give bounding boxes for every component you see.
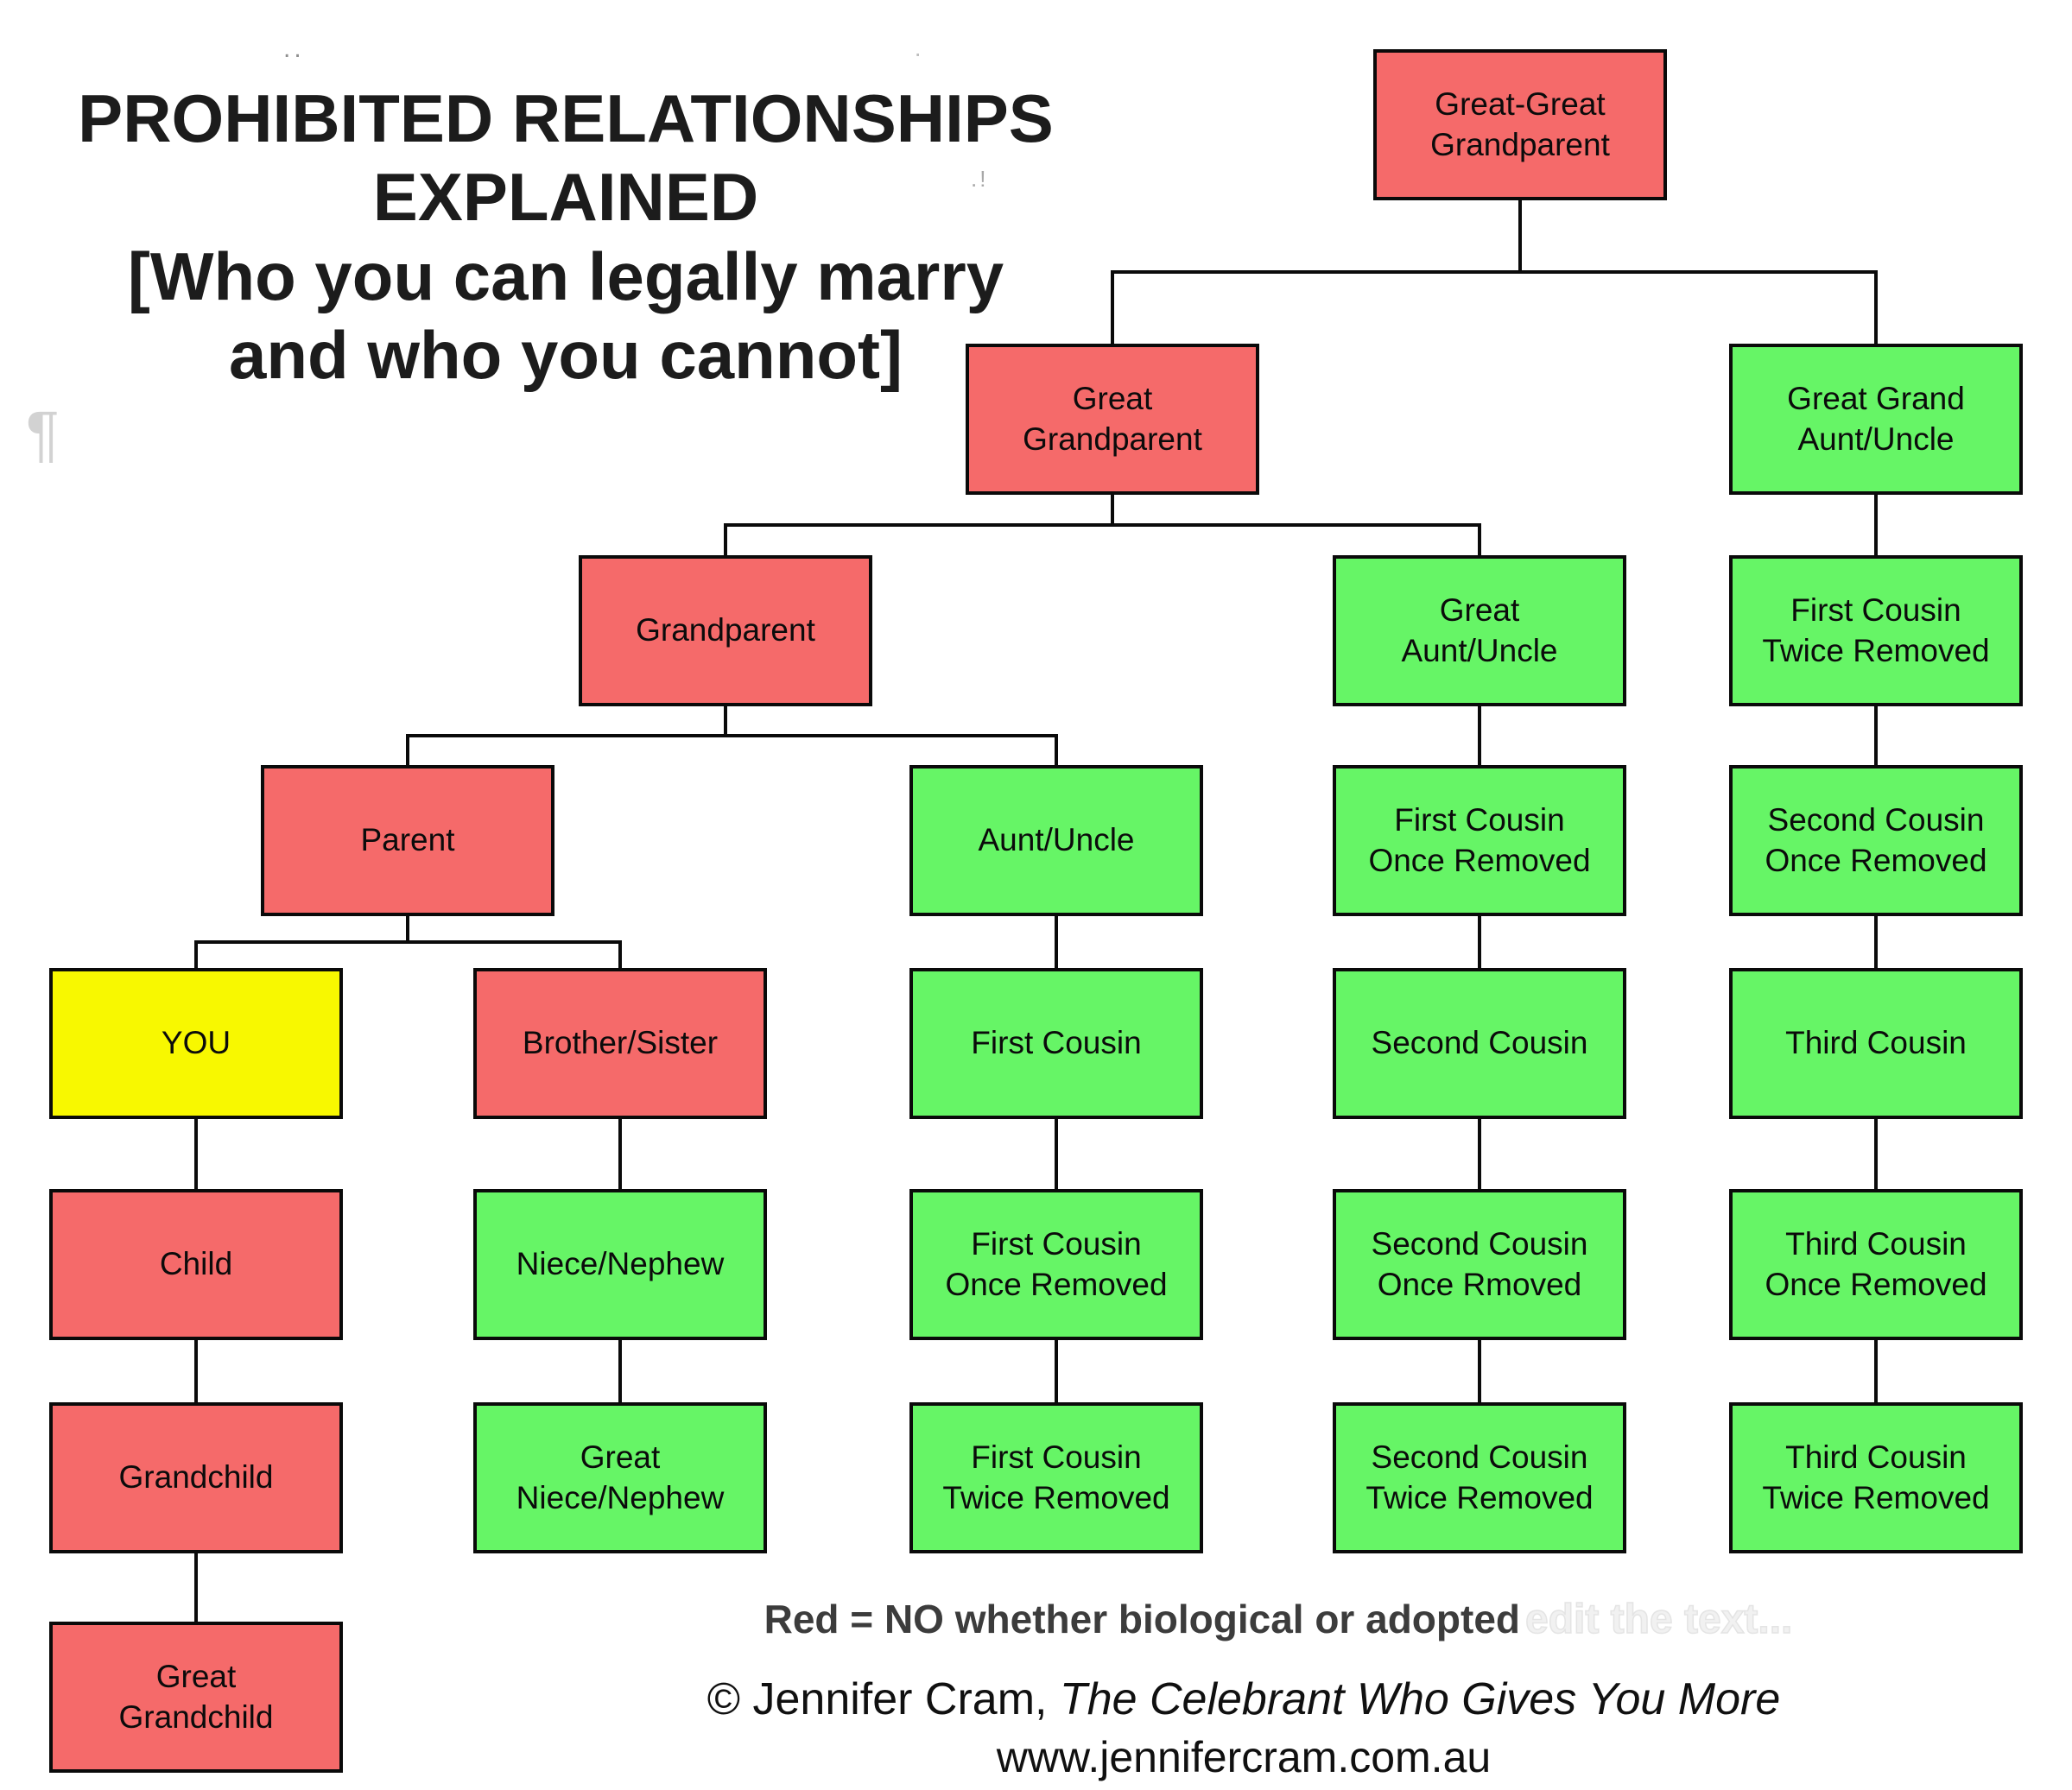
connector-segment (618, 1340, 622, 1402)
node-sc1r5: Second Cousin Once Removed (1729, 765, 2023, 916)
website-url: www.jennifercram.com.au (996, 1733, 1492, 1781)
copyright-line: © Jennifer Cram, The Celebrant Who Gives… (570, 1673, 1917, 1725)
scan-artifact-tick: · (914, 40, 922, 66)
connector-segment (194, 1553, 198, 1622)
node-child: Child (49, 1189, 343, 1340)
copyright-tagline: The Celebrant Who Gives You More (1059, 1674, 1781, 1724)
node-tc2r: Third Cousin Twice Removed (1729, 1402, 2023, 1553)
connector-segment (724, 525, 727, 555)
node-you: YOU (49, 968, 343, 1119)
node-fc2r: First Cousin Twice Removed (909, 1402, 1203, 1553)
connector-segment (406, 734, 1058, 737)
connector-segment (1055, 916, 1058, 968)
node-fc1r: First Cousin Once Removed (909, 1189, 1203, 1340)
connector-segment (1874, 495, 1878, 555)
connector-segment (1055, 1119, 1058, 1189)
node-ggc: Great Grandchild (49, 1622, 343, 1773)
connector-segment (194, 1119, 198, 1189)
node-fc: First Cousin (909, 968, 1203, 1119)
connector-segment (1874, 706, 1878, 765)
node-tc: Third Cousin (1729, 968, 2023, 1119)
connector-segment (618, 942, 622, 968)
node-fc2r5: First Cousin Twice Removed (1729, 555, 2023, 706)
connector-segment (406, 916, 409, 942)
node-gau: Great Aunt/Uncle (1333, 555, 1626, 706)
copyright-author: © Jennifer Cram, (707, 1674, 1060, 1724)
node-gc: Grandchild (49, 1402, 343, 1553)
connector-segment (1478, 525, 1481, 555)
connector-segment (406, 736, 409, 765)
node-sc: Second Cousin (1333, 968, 1626, 1119)
node-au: Aunt/Uncle (909, 765, 1203, 916)
connector-segment (1874, 1340, 1878, 1402)
connector-segment (1055, 1340, 1058, 1402)
node-sc2r: Second Cousin Twice Removed (1333, 1402, 1626, 1553)
connector-segment (1478, 1119, 1481, 1189)
node-ggau: Great Grand Aunt/Uncle (1729, 344, 2023, 495)
legend-text: Red = NO whether biological or adopted (764, 1597, 1520, 1641)
connector-segment (1111, 495, 1114, 525)
node-bs: Brother/Sister (473, 968, 767, 1119)
connector-segment (194, 940, 622, 944)
node-parent: Parent (261, 765, 554, 916)
connector-segment (1478, 1340, 1481, 1402)
connector-segment (1478, 706, 1481, 765)
connector-segment (618, 1119, 622, 1189)
node-sc1r4: Second Cousin Once Rmoved (1333, 1189, 1626, 1340)
node-fc1r4: First Cousin Once Removed (1333, 765, 1626, 916)
node-nn: Niece/Nephew (473, 1189, 767, 1340)
connector-segment (1518, 200, 1522, 272)
connector-segment (194, 942, 198, 968)
diagram-title: PROHIBITED RELATIONSHIPS EXPLAINED [Who … (78, 80, 1054, 393)
node-ggp: Great Grandparent (966, 344, 1259, 495)
connector-segment (1478, 916, 1481, 968)
connector-segment (1055, 736, 1058, 765)
pilcrow-artifact: ¶ (26, 400, 60, 469)
node-gp: Grandparent (579, 555, 872, 706)
connector-segment (1111, 270, 1878, 274)
watermark-text: edit the text... (1524, 1596, 1793, 1643)
scan-artifact-dots: .. (283, 35, 305, 63)
connector-segment (1111, 272, 1114, 344)
legend-row: Red = NO whether biological or adopted e… (484, 1596, 2072, 1643)
connector-segment (1874, 272, 1878, 344)
connector-segment (724, 706, 727, 736)
node-gnn: Great Niece/Nephew (473, 1402, 767, 1553)
connector-segment (1874, 1119, 1878, 1189)
node-tc1r: Third Cousin Once Removed (1729, 1189, 2023, 1340)
node-gggp: Great-Great Grandparent (1373, 49, 1667, 200)
connector-segment (1874, 916, 1878, 968)
scan-artifact-marks: .! (971, 166, 989, 192)
connector-segment (194, 1340, 198, 1402)
connector-segment (724, 523, 1481, 527)
